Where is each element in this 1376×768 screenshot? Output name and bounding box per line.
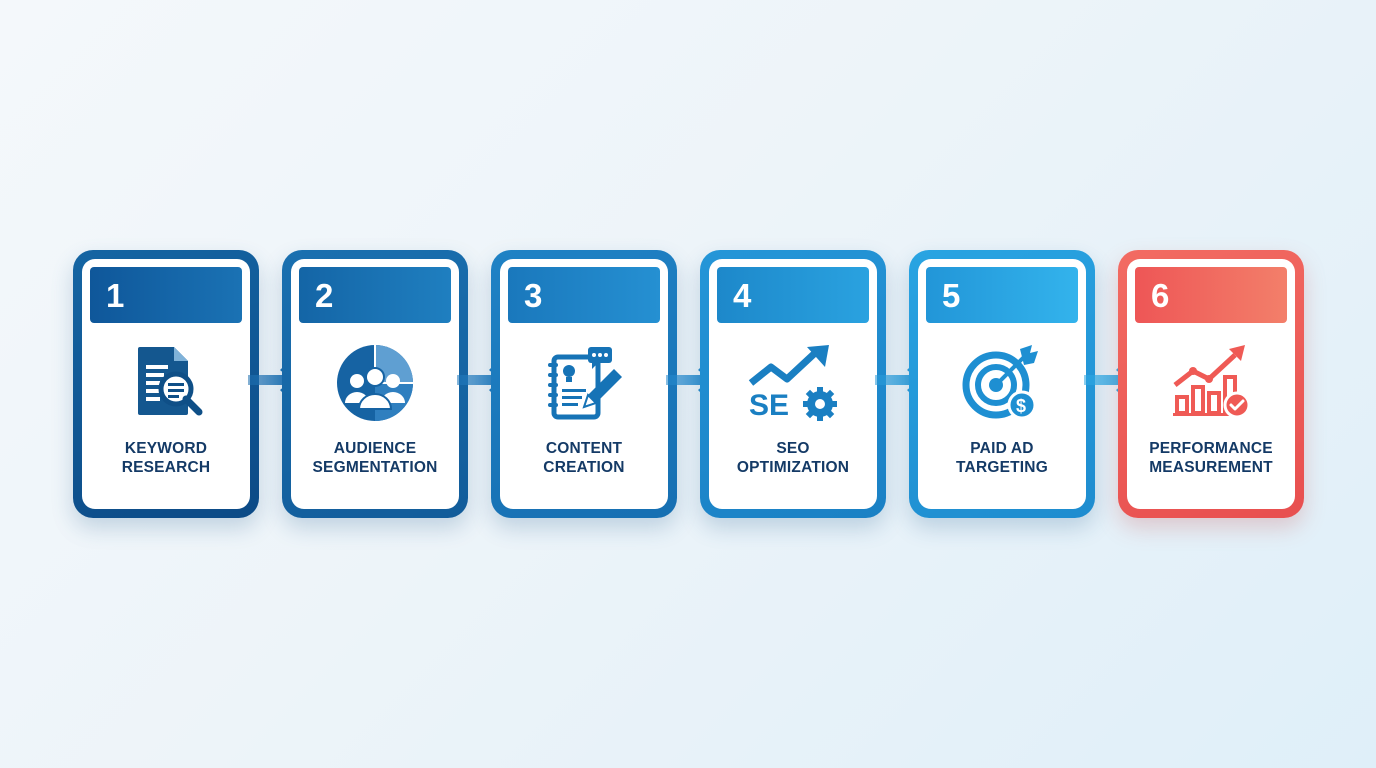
step-header: 1	[90, 267, 242, 323]
step-number: 1	[106, 277, 125, 314]
step-label: AUDIENCE SEGMENTATION	[291, 439, 459, 477]
step-card-body: 6 PERFORMANCE MEA	[1127, 259, 1295, 509]
step-label-line2: SEGMENTATION	[312, 459, 438, 476]
step-label: SEO OPTIMIZATION	[709, 439, 877, 477]
svg-text:SE: SE	[749, 389, 789, 422]
step-label: PERFORMANCE MEASUREMENT	[1127, 439, 1295, 477]
step-label-line1: PERFORMANCE	[1149, 440, 1273, 457]
content-notebook-icon	[536, 341, 632, 425]
step-label: PAID AD TARGETING	[918, 439, 1086, 477]
svg-text:$: $	[1016, 396, 1026, 416]
step-card-body: 4 SE	[709, 259, 877, 509]
step-label: KEYWORD RESEARCH	[82, 439, 250, 477]
step-header: 4	[717, 267, 869, 323]
step-label-line2: MEASUREMENT	[1149, 459, 1273, 476]
step-label-line1: AUDIENCE	[333, 440, 417, 457]
step-label-line2: OPTIMIZATION	[736, 459, 850, 476]
step-card-3: 3	[491, 250, 677, 518]
step-header: 3	[508, 267, 660, 323]
step-label-line1: CONTENT	[545, 440, 623, 457]
target-dollar-icon: $	[954, 341, 1050, 425]
step-label-line1: KEYWORD	[124, 440, 208, 457]
step-label-line2: CREATION	[543, 459, 625, 476]
document-search-icon	[118, 341, 214, 425]
step-card-4: 4 SE	[700, 250, 886, 518]
step-label-line2: RESEARCH	[121, 459, 211, 476]
step-card-5: 5 $ PAID AD TARGETING	[909, 250, 1095, 518]
audience-group-icon	[327, 341, 423, 425]
step-card-1: 1 KEYWORD	[73, 250, 259, 518]
step-card-6: 6 PERFORMANCE MEA	[1118, 250, 1304, 518]
step-header: 6	[1135, 267, 1287, 323]
step-card-body: 3	[500, 259, 668, 509]
step-card-2: 2 AUDIENCE SEGMEN	[282, 250, 468, 518]
seo-growth-icon: SE	[745, 341, 841, 425]
step-number: 6	[1151, 277, 1170, 314]
step-label-line1: SEO	[776, 440, 810, 457]
step-card-body: 2 AUDIENCE SEGMEN	[291, 259, 459, 509]
step-number: 2	[315, 277, 334, 314]
step-card-body: 5 $ PAID AD TARGETING	[918, 259, 1086, 509]
step-number: 5	[942, 277, 961, 314]
step-number: 4	[733, 277, 752, 314]
step-header: 2	[299, 267, 451, 323]
step-header: 5	[926, 267, 1078, 323]
step-label-line1: PAID AD	[970, 440, 1034, 457]
step-label-line2: TARGETING	[956, 459, 1048, 476]
step-card-body: 1 KEYWORD	[82, 259, 250, 509]
step-number: 3	[524, 277, 543, 314]
step-label: CONTENT CREATION	[500, 439, 668, 477]
performance-chart-icon	[1163, 341, 1259, 425]
